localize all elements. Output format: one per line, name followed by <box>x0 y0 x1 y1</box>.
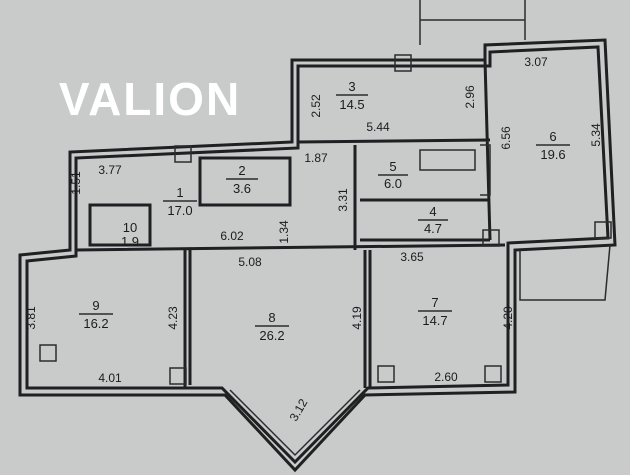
room-2: 2 3.6 <box>226 163 258 196</box>
room-area: 1.9 <box>121 234 139 249</box>
room-6: 6 19.6 <box>536 129 570 162</box>
dimension-label: 3.77 <box>98 163 122 177</box>
room-number: 3 <box>348 79 355 94</box>
room-area: 17.0 <box>167 203 192 218</box>
room-number: 9 <box>92 298 99 313</box>
dimension-label: 3.12 <box>287 396 311 424</box>
room-area: 26.2 <box>259 328 284 343</box>
room-number: 6 <box>549 129 556 144</box>
room-number: 7 <box>431 295 438 310</box>
room-area: 14.5 <box>339 97 364 112</box>
room-number: 4 <box>429 204 436 219</box>
dimension-label: 5.34 <box>589 123 603 147</box>
room-area: 6.0 <box>384 176 402 191</box>
dimension-label: 2.96 <box>463 85 477 109</box>
stove-icon <box>39 344 57 362</box>
dimension-label: 5.44 <box>366 120 390 134</box>
room-area: 3.6 <box>233 181 251 196</box>
dimension-label: 3.07 <box>524 55 548 69</box>
dimension-label: 1.34 <box>277 220 291 244</box>
room-8: 8 26.2 <box>255 310 289 343</box>
room-area: 19.6 <box>540 147 565 162</box>
dimension-label: 2.52 <box>309 94 323 118</box>
room-area: 4.7 <box>424 221 442 236</box>
walls <box>18 0 617 473</box>
room-3: 3 14.5 <box>336 79 368 112</box>
room-7: 7 14.7 <box>418 295 452 328</box>
room-5: 5 6.0 <box>378 159 408 191</box>
room-number: 1 <box>176 185 183 200</box>
dimension-label: 6.02 <box>220 229 244 243</box>
dimension-label: 4.19 <box>350 306 364 330</box>
dimension-label: 2.60 <box>434 370 458 384</box>
dimensions: 3.77 1.51 6.02 1.34 5.08 1.87 3.31 2.52 … <box>24 55 603 424</box>
room-9: 9 16.2 <box>79 298 113 331</box>
dimension-label: 6.56 <box>499 126 513 150</box>
dimension-label: 4.23 <box>166 306 180 330</box>
dimension-label: 3.81 <box>24 306 38 330</box>
room-number: 8 <box>268 310 275 325</box>
room-number: 10 <box>123 220 137 235</box>
dimension-label: 1.51 <box>69 171 83 195</box>
dimension-label: 3.31 <box>336 188 350 212</box>
room-area: 16.2 <box>83 316 108 331</box>
room-10: 10 1.9 <box>121 220 139 249</box>
room-4: 4 4.7 <box>418 204 448 236</box>
dimension-label: 5.08 <box>238 255 262 269</box>
dimension-label: 1.87 <box>304 151 328 165</box>
dimension-label: 4.20 <box>501 306 515 330</box>
room-1: 1 17.0 <box>163 185 197 218</box>
watermark: VALION <box>59 73 241 125</box>
dimension-label: 3.65 <box>400 250 424 264</box>
room-number: 2 <box>238 163 245 178</box>
room-number: 5 <box>389 159 396 174</box>
room-area: 14.7 <box>422 313 447 328</box>
dimension-label: 4.01 <box>98 371 122 385</box>
